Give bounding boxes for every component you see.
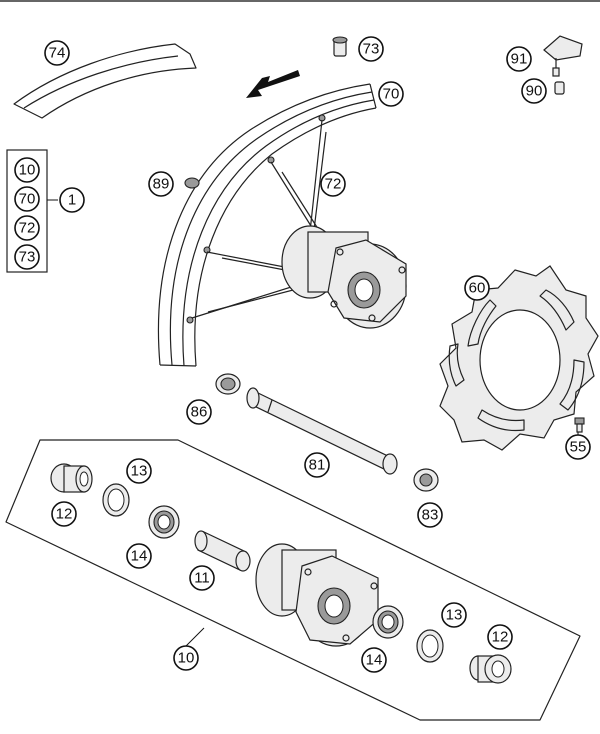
callout-81: 81 (304, 452, 330, 478)
seal-right-part (469, 654, 512, 684)
circlip-left-part (102, 483, 130, 517)
callout-90: 90 (521, 78, 547, 104)
kit-item-label: 70 (19, 191, 36, 208)
kit-item-label: 73 (19, 249, 36, 266)
kit-item-label: 10 (19, 162, 36, 179)
kit-parent-callout: 1 (59, 187, 85, 213)
callout-label: 70 (383, 86, 400, 103)
callout-60: 60 (464, 275, 490, 301)
hub-kit-callout: 10 (173, 645, 199, 671)
hub-part (255, 543, 379, 647)
callout-74: 74 (44, 40, 70, 66)
axle-part (246, 387, 398, 475)
callout-55: 55 (565, 434, 591, 460)
callout-label: 12 (56, 506, 73, 523)
callout-13-left: 13 (126, 458, 152, 484)
callout-72: 72 (320, 171, 346, 197)
bearing-right-part (372, 605, 404, 639)
callout-73: 73 (358, 36, 384, 62)
callout-label: 90 (526, 83, 543, 100)
callout-label: 91 (511, 51, 528, 68)
callout-14-right: 14 (361, 647, 387, 673)
callout-label: 13 (131, 463, 148, 480)
callout-label: 55 (570, 439, 587, 456)
rotation-direction-arrow (246, 70, 300, 98)
kit-box: 10 70 72 73 1 (6, 149, 85, 273)
kit-item-callout: 73 (14, 244, 40, 270)
callout-label: 74 (49, 45, 66, 62)
spacer-left-part (215, 373, 241, 395)
spacer-right-part (413, 468, 439, 492)
valve-insert-part (554, 81, 565, 95)
callout-91: 91 (506, 46, 532, 72)
rim-part (157, 83, 377, 367)
cap-part (184, 177, 200, 189)
hub-kit-label: 10 (178, 650, 195, 667)
seal-left-part (50, 463, 93, 493)
callout-83: 83 (417, 502, 443, 528)
callout-86: 86 (186, 399, 212, 425)
brake-disc-part (439, 265, 599, 451)
kit-item-callout: 70 (14, 186, 40, 212)
callout-label: 86 (191, 404, 208, 421)
kit-item-callout: 10 (14, 157, 40, 183)
bearing-left-part (148, 505, 180, 539)
callout-12-right: 12 (487, 624, 513, 650)
callout-89: 89 (148, 171, 174, 197)
callout-label: 14 (366, 652, 383, 669)
kit-parent-label: 1 (68, 192, 76, 209)
kit-item-label: 72 (19, 220, 36, 237)
valve-tool-part (543, 35, 583, 77)
rim-tape-part (13, 43, 197, 119)
valve-nut-part (332, 36, 348, 57)
assembled-hub (281, 225, 407, 329)
callout-11: 11 (189, 565, 215, 591)
callout-label: 60 (469, 280, 486, 297)
callout-label: 13 (446, 607, 463, 624)
callout-13-right: 13 (441, 602, 467, 628)
callout-12-left: 12 (51, 501, 77, 527)
spacer-sleeve-part (194, 530, 251, 572)
callout-label: 83 (422, 507, 439, 524)
callout-label: 12 (492, 629, 509, 646)
callout-70: 70 (378, 81, 404, 107)
spokes-part (191, 119, 327, 319)
hub-kit-outline (5, 439, 581, 721)
disc-bolt-part (574, 417, 585, 433)
kit-item-callout: 72 (14, 215, 40, 241)
callout-label: 73 (363, 41, 380, 58)
callout-label: 89 (153, 176, 170, 193)
circlip-right-part (416, 629, 444, 663)
callout-label: 72 (325, 176, 342, 193)
callout-label: 11 (194, 570, 210, 587)
callout-label: 81 (309, 457, 326, 474)
callout-14-left: 14 (126, 543, 152, 569)
callout-label: 14 (131, 548, 148, 565)
